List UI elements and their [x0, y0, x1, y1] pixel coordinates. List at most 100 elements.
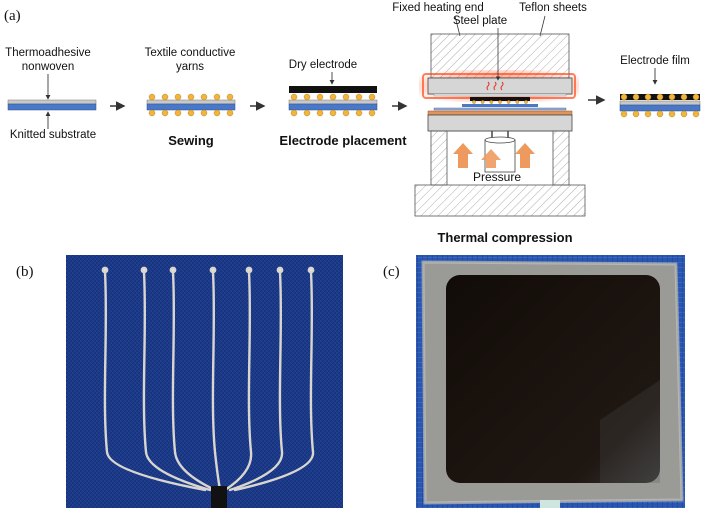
yarn-dot	[656, 93, 664, 101]
yarn-dot	[489, 100, 494, 104]
heating-plate	[427, 77, 573, 95]
label-yarns: yarns	[176, 61, 204, 73]
yarn-dot	[342, 93, 350, 101]
teflon-sheet-bottom	[433, 107, 567, 111]
press-plate-orange	[427, 110, 573, 116]
yarn-dot	[680, 110, 688, 118]
step-electrode-film: Electrode film	[619, 55, 701, 118]
yarn-dot	[187, 109, 195, 117]
yarn-trace	[233, 270, 315, 492]
dry-electrode	[289, 86, 377, 93]
yarn-dot	[632, 110, 640, 118]
yarn-knot	[209, 266, 217, 274]
yarn-trace	[223, 270, 253, 492]
heat-waves	[486, 81, 504, 91]
yarn-dot	[342, 109, 350, 117]
panel-label-c: (c)	[383, 264, 400, 280]
yarn-dot	[498, 100, 502, 104]
yarn-dot	[515, 100, 520, 104]
yarn-dot	[226, 93, 234, 101]
yarn-dot	[632, 93, 640, 101]
yarn-dot	[668, 93, 676, 101]
yarn-dot	[290, 109, 298, 117]
yarn-knot	[245, 266, 253, 274]
yarn-knot	[169, 266, 177, 274]
yarn-dot	[226, 109, 234, 117]
yarn-dot	[213, 109, 221, 117]
yarn-dot	[355, 109, 363, 117]
label-pressure: Pressure	[473, 170, 521, 184]
yarn-knot	[276, 266, 284, 274]
photo-electrode-film	[416, 255, 685, 508]
yarn-dots	[148, 93, 234, 117]
panel-label-b: (b)	[16, 264, 34, 280]
yarn-dot	[368, 109, 376, 117]
label-textile-yarns: Textile conductive	[145, 47, 236, 59]
yarn-dot	[161, 93, 169, 101]
nonwoven-layer	[7, 99, 97, 105]
press-bottom-plate	[427, 114, 573, 132]
step-thermal-compression: Fixed heating end Steel plate Teflon she…	[392, 2, 587, 245]
yarn-dot	[200, 109, 208, 117]
yarn-dot	[316, 109, 324, 117]
yarn-dot	[303, 93, 311, 101]
yarn-dot	[174, 93, 182, 101]
sample-electrode	[470, 97, 530, 101]
label-nonwoven: nonwoven	[22, 61, 74, 73]
step-label-sewing: Sewing	[168, 133, 214, 148]
yarn-dot	[148, 109, 156, 117]
yarn-dot	[668, 110, 676, 118]
yarn-dot	[290, 93, 298, 101]
pressure-arrows	[453, 143, 535, 168]
yarn-dot	[644, 110, 652, 118]
label-steel-plate: Steel plate	[453, 15, 507, 27]
label-dry-electrode: Dry electrode	[289, 59, 357, 71]
yarn-dot	[656, 110, 664, 118]
yarn-dot	[692, 93, 700, 101]
substrate-layer	[7, 103, 97, 111]
step-electrode-placement: Dry electrode Electrode placement	[279, 59, 407, 148]
yarn-knot	[101, 266, 109, 274]
teflon-sheet-top	[433, 93, 567, 97]
yarn-dot	[368, 93, 376, 101]
yarn-trace	[171, 270, 217, 492]
yarn-knot	[140, 266, 148, 274]
yarn-dot	[506, 100, 511, 104]
black-electrode-square	[446, 275, 660, 483]
yarn-dot	[620, 110, 628, 118]
photo-sewn-yarns	[66, 255, 343, 508]
label-thermoadhesive: Thermoadhesive	[5, 47, 91, 59]
yarn-dot	[148, 93, 156, 101]
step-label-thermal-compression: Thermal compression	[437, 230, 572, 245]
yarn-dot	[472, 100, 476, 104]
yarn-trace	[228, 270, 284, 492]
yarn-dot	[680, 93, 688, 101]
label-knitted-substrate: Knitted substrate	[10, 129, 96, 141]
yarn-dot	[620, 93, 628, 101]
yarn-knot	[307, 266, 315, 274]
yarn-trace	[142, 270, 212, 492]
yarn-trace	[103, 270, 207, 492]
label-teflon-sheets: Teflon sheets	[519, 2, 587, 14]
panel-label-a: (a)	[4, 8, 21, 24]
yarn-dot	[161, 109, 169, 117]
yarn-trace	[211, 270, 222, 492]
yarn-dot	[524, 100, 528, 104]
step-substrate: Thermoadhesive nonwoven Knitted substrat…	[5, 47, 97, 141]
yarn-dot	[303, 109, 311, 117]
label-electrode-film: Electrode film	[620, 55, 690, 67]
press-base	[414, 184, 586, 217]
yarn-dot	[329, 109, 337, 117]
yarn-dot	[316, 93, 324, 101]
yarn-dot	[692, 110, 700, 118]
yarn-dot	[329, 93, 337, 101]
yarn-dot	[355, 93, 363, 101]
yarn-dot	[644, 93, 652, 101]
yarn-dot	[187, 93, 195, 101]
yarn-dot	[480, 100, 485, 104]
yarn-dot	[174, 109, 182, 117]
yarn-dot	[213, 93, 221, 101]
yarn-dot	[200, 93, 208, 101]
step-label-electrode-placement: Electrode placement	[279, 133, 407, 148]
